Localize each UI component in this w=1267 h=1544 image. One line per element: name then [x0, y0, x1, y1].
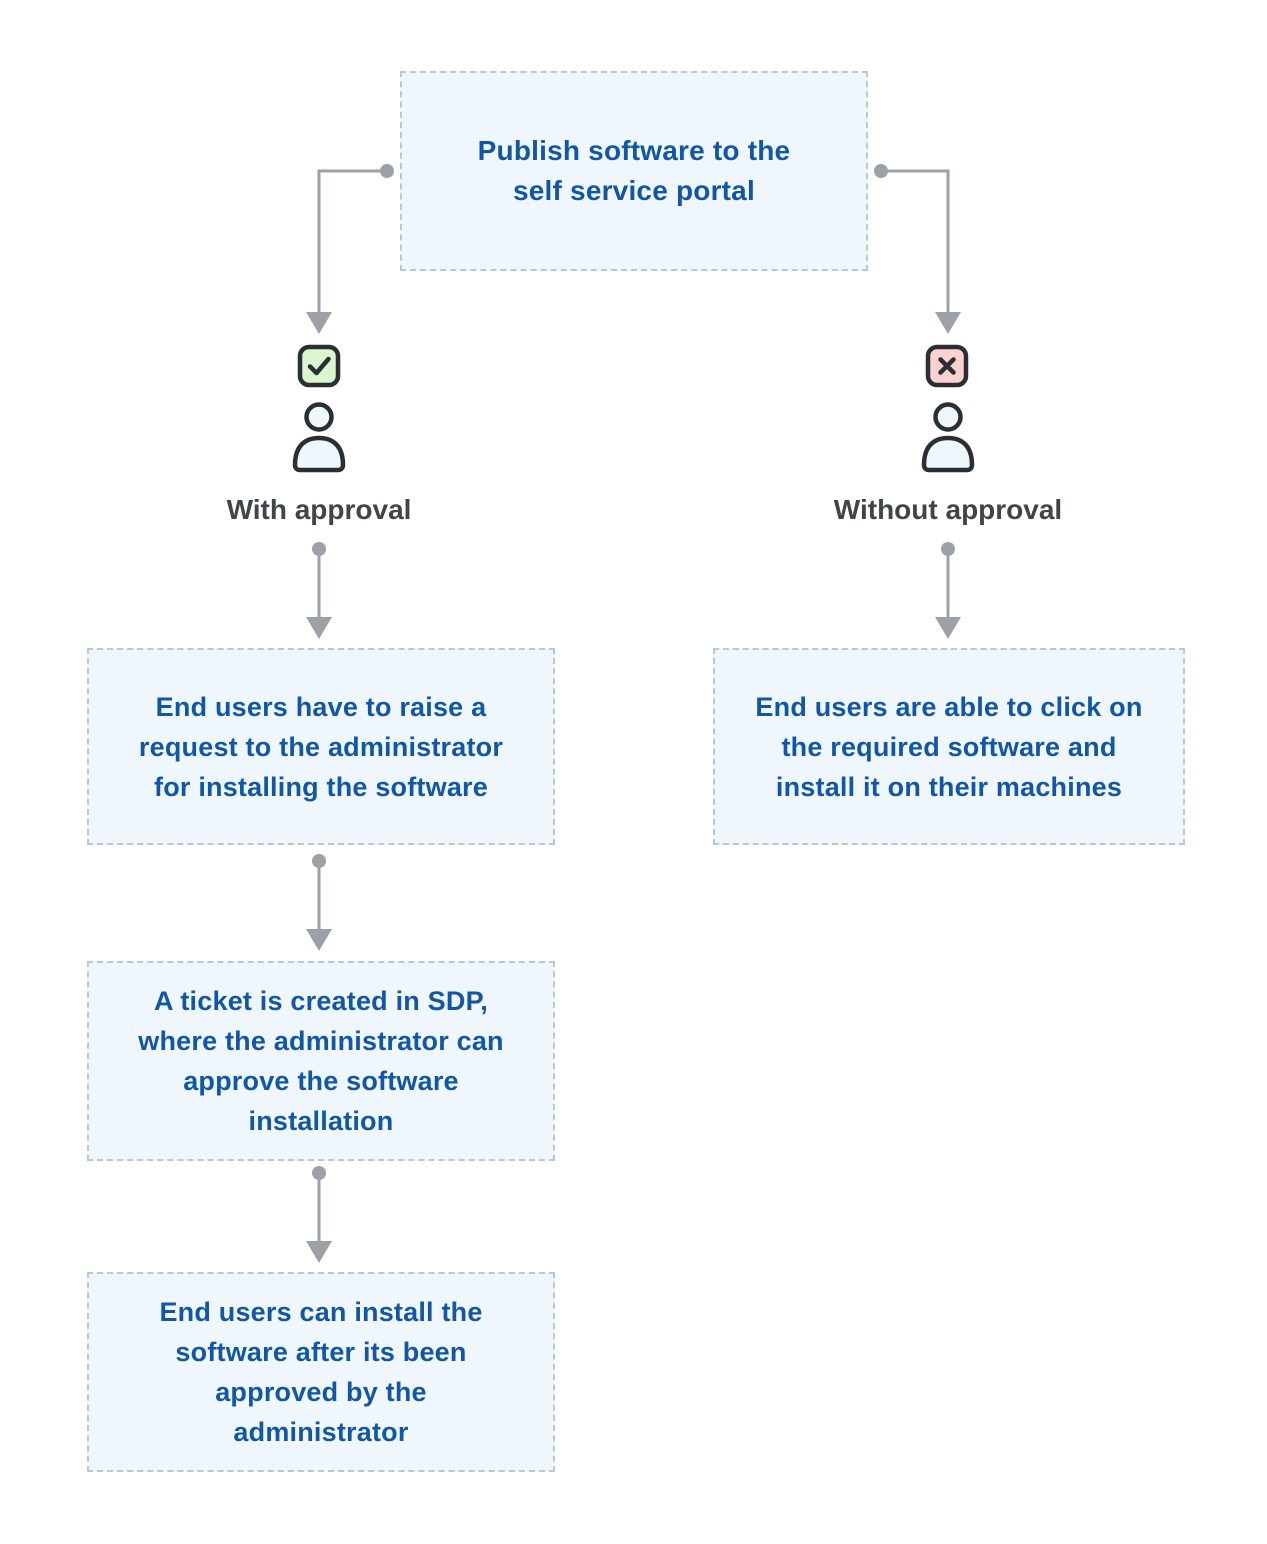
connector-root-to-without-approval — [874, 164, 961, 334]
node-ticket-created-sdp-text: A ticket is created in SDP, where the ad… — [138, 986, 504, 1136]
without-approval-text: Without approval — [833, 494, 1063, 525]
node-publish-software: Publish software to the self service por… — [400, 71, 868, 271]
branch-label-without-approval: Without approval — [834, 494, 1062, 526]
node-install-after-approval: End users can install the software after… — [87, 1272, 555, 1472]
node-raise-request: End users have to raise a request to the… — [87, 648, 555, 845]
node-install-directly-text: End users are able to click on the requi… — [755, 691, 1143, 802]
node-ticket-created-sdp: A ticket is created in SDP, where the ad… — [87, 961, 555, 1161]
connector-with-approval-to-step1 — [306, 542, 332, 639]
person-icon — [921, 402, 975, 473]
branch-label-with-approval: With approval — [227, 494, 412, 526]
node-install-after-approval-text: End users can install the software after… — [159, 1297, 483, 1447]
node-publish-software-text: Publish software to the self service por… — [477, 135, 791, 206]
node-raise-request-text: End users have to raise a request to the… — [138, 691, 504, 802]
node-install-directly: End users are able to click on the requi… — [713, 648, 1185, 845]
connector-step2-to-step3 — [306, 1166, 332, 1263]
person-icon — [292, 402, 346, 473]
connector-without-approval-to-step1 — [935, 542, 961, 639]
connector-root-to-with-approval — [306, 164, 394, 334]
checkbox-checked-icon — [297, 344, 341, 388]
connector-step1-to-step2 — [306, 854, 332, 951]
x-square-icon — [925, 344, 969, 388]
with-approval-text: With approval — [226, 494, 412, 525]
